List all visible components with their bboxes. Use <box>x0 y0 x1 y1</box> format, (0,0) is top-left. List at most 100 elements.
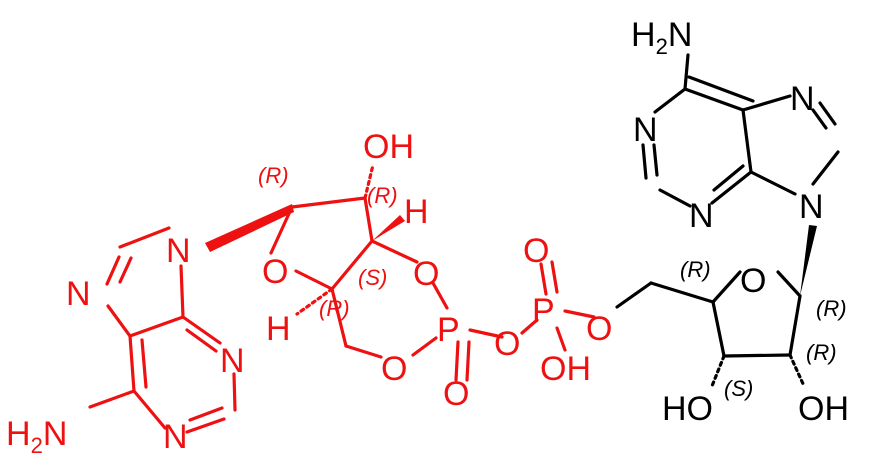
atom-n: N <box>790 80 815 118</box>
atom-n: N <box>220 342 245 380</box>
hash-bond-oh <box>710 354 726 388</box>
atom-n: N <box>163 418 188 456</box>
bond <box>749 170 797 196</box>
cyclic-phosphate-bonds <box>411 281 504 382</box>
bond <box>132 389 167 430</box>
bond <box>411 336 438 357</box>
bond <box>128 315 185 338</box>
atom-o: O <box>443 375 469 413</box>
bond <box>468 328 504 339</box>
bond <box>140 338 148 389</box>
bond <box>330 287 348 348</box>
bond <box>520 318 539 335</box>
bond <box>653 87 687 114</box>
bond <box>118 256 133 284</box>
bond <box>88 389 136 409</box>
hash-bond-oh <box>363 163 375 200</box>
bond <box>344 344 383 359</box>
stereo-descriptor: (R) <box>258 163 289 188</box>
bond <box>550 260 559 294</box>
bond <box>712 164 745 192</box>
bond <box>370 239 419 264</box>
bond <box>465 340 471 382</box>
bond <box>652 143 659 177</box>
left-adenine-bonds <box>88 226 237 434</box>
atom-o: O <box>586 310 612 348</box>
bond <box>232 372 237 412</box>
atom-o: O <box>413 255 439 293</box>
bond <box>641 143 648 180</box>
bond <box>683 87 745 112</box>
stereo-descriptor: (R) <box>816 296 847 321</box>
bond <box>181 315 222 345</box>
bond <box>741 108 753 174</box>
stereo-descriptor: (S) <box>358 265 387 290</box>
atom-n: N <box>689 197 714 235</box>
bond <box>710 170 753 205</box>
bond <box>118 226 171 249</box>
bond <box>818 101 837 126</box>
left-ribose-bonds <box>269 163 419 359</box>
atom-p: P <box>437 311 460 349</box>
stereo-descriptor: (S) <box>724 376 753 401</box>
bond <box>454 340 460 382</box>
bond <box>741 94 792 112</box>
bond <box>563 309 596 319</box>
atom-h: H <box>266 310 291 348</box>
atom-o: O <box>494 325 520 363</box>
atom-o: O <box>262 253 288 291</box>
bond <box>683 53 690 91</box>
atom-p: P <box>532 292 555 330</box>
bond <box>711 270 742 304</box>
hydroxyl-label: OH <box>540 350 591 388</box>
bond <box>788 294 802 357</box>
bond <box>539 262 548 296</box>
bond <box>555 326 567 352</box>
bond <box>106 304 132 338</box>
right-adenine-bonds <box>641 53 840 208</box>
hydroxyl-label: OH <box>798 390 849 428</box>
bond <box>185 417 226 434</box>
bond <box>811 108 828 130</box>
bond <box>776 270 802 298</box>
atom-n: N <box>633 111 658 149</box>
left-fragment: N N N N H2N O OH H H O P O O O P O OH O … <box>6 128 612 458</box>
amine-label: H2N <box>6 415 67 458</box>
atom-o: O <box>381 350 407 388</box>
bond <box>649 281 715 304</box>
bond <box>658 188 692 208</box>
bond <box>290 196 367 209</box>
bond <box>722 353 792 358</box>
amine-label: H2N <box>631 16 692 59</box>
stereo-descriptor: (R) <box>319 296 350 321</box>
bond <box>185 328 218 353</box>
bond <box>811 150 840 186</box>
right-fragment: O HO OH N N N N H2N (R) (R) (R) (S) <box>615 16 849 428</box>
bridge-bonds <box>520 260 596 352</box>
hydroxyl-label: OH <box>363 128 414 166</box>
bond <box>363 196 374 243</box>
atom-h: H <box>404 193 429 231</box>
bond <box>179 264 185 319</box>
hash-bond-h <box>295 287 334 316</box>
stereo-descriptor: (R) <box>680 257 711 282</box>
bond <box>687 75 755 103</box>
stereo-descriptor: (R) <box>367 183 398 208</box>
bond <box>188 406 224 422</box>
bond <box>269 205 294 255</box>
bond <box>711 300 726 358</box>
stereo-descriptor: (R) <box>806 340 837 365</box>
atom-o: O <box>523 232 549 270</box>
hydroxyl-label: HO <box>662 390 713 428</box>
bond <box>330 239 374 291</box>
bond <box>294 269 334 291</box>
atom-n: N <box>799 188 824 226</box>
wedge-bond <box>372 215 405 241</box>
atom-n: N <box>166 232 191 270</box>
wedge-bond <box>205 204 294 252</box>
bond <box>431 281 449 310</box>
bond <box>615 281 653 309</box>
bond <box>128 334 136 393</box>
